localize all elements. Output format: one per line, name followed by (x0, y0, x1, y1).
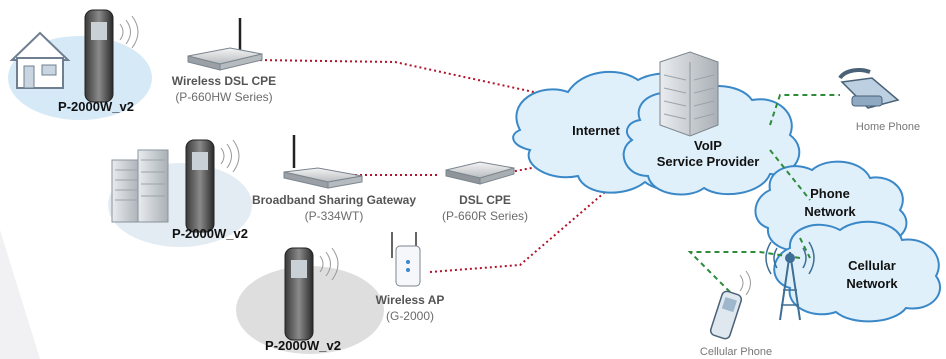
handset-icon-3 (284, 247, 339, 341)
link-voip-to-home-phone (769, 94, 840, 126)
handset-icon-2 (185, 139, 240, 233)
home-phone-label: Home Phone (856, 121, 920, 133)
home-phone-icon (838, 68, 900, 109)
handset-label-2: P-2000W_v2 (172, 226, 248, 241)
cell-tower-icon (765, 241, 815, 321)
wireless-dsl-cpe-model: (P-660HW Series) (175, 90, 272, 104)
broadband-gateway-label: Broadband Sharing Gateway (252, 193, 416, 207)
wireless-dsl-cpe-icon (187, 18, 263, 71)
dsl-cpe-model: (P-660R Series) (442, 209, 528, 223)
cellular-phone-label: Cellular Phone (700, 346, 772, 358)
cellular-phone-icon (709, 270, 751, 340)
phone-network-label-line2: Network (804, 204, 856, 219)
wireless-ap-icon (391, 232, 421, 287)
wireless-ap-model: (G-2000) (386, 309, 434, 323)
handset-label-3: P-2000W_v2 (265, 338, 341, 353)
decorative-wedge (0, 230, 40, 359)
link-phone-network-to-cellular (799, 237, 811, 259)
link-cellular-to-phone (687, 251, 801, 301)
voip-label-line1: VoIP (694, 138, 722, 153)
dsl-cpe-icon (445, 161, 515, 185)
office-buildings-icon (111, 149, 169, 223)
wireless-ap-label: Wireless AP (376, 293, 445, 307)
broadband-gateway-model: (P-334WT) (305, 209, 364, 223)
phone-network-label-line1: Phone (810, 186, 850, 201)
cellular-network-cloud (773, 220, 942, 323)
internet-label: Internet (572, 123, 620, 138)
link-ap-to-internet (429, 161, 641, 273)
broadband-gateway-icon (283, 135, 363, 189)
house-icon (9, 31, 71, 89)
link-voip-to-phone-network (769, 149, 811, 201)
handset-label-1: P-2000W_v2 (58, 99, 134, 114)
dsl-cpe-label: DSL CPE (459, 193, 511, 207)
voip-label-line2: Service Provider (657, 154, 760, 169)
cellular-network-label-line2: Network (846, 276, 898, 291)
wireless-dsl-cpe-label: Wireless DSL CPE (172, 74, 276, 88)
cellular-network-label-line1: Cellular (848, 258, 896, 273)
handset-icon-1 (84, 9, 139, 103)
voip-server-icon (659, 51, 719, 137)
pstn-links (687, 94, 840, 301)
link-wireless-dsl-to-internet (254, 59, 641, 116)
